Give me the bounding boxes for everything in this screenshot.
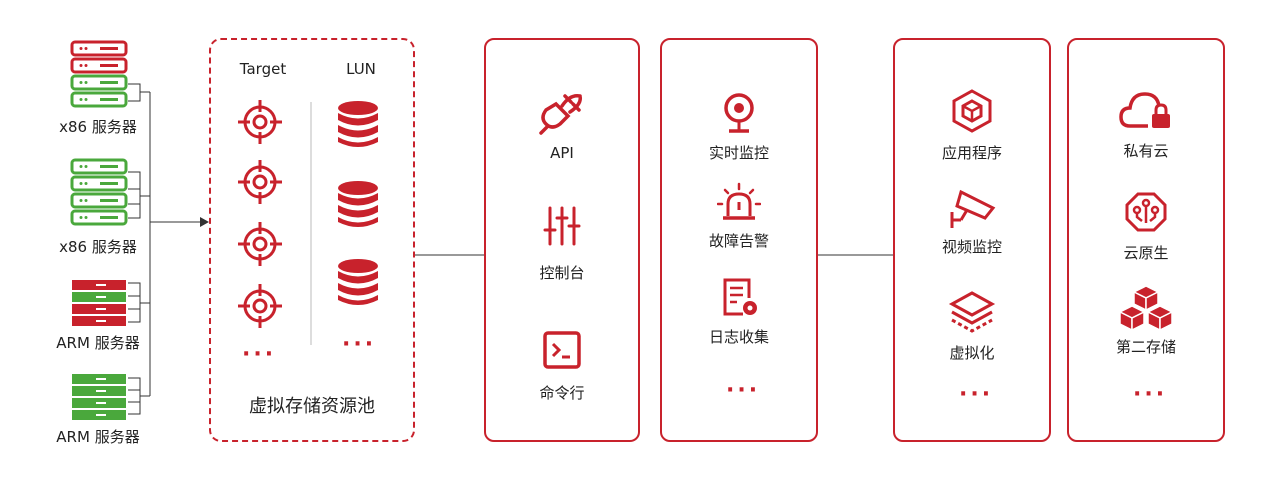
target-icon	[236, 98, 284, 146]
virtual-storage-pool	[209, 38, 415, 442]
database-icon	[338, 181, 378, 227]
secondary-storage-item: 第二存储	[1069, 284, 1223, 357]
console-item: 控制台	[486, 204, 638, 283]
server-label: x86 服务器	[59, 238, 137, 256]
scenarios-more: ···	[1133, 382, 1168, 407]
private-cloud-item: 私有云	[1069, 88, 1223, 161]
x86-server-icon	[70, 158, 128, 226]
app-cube-icon	[952, 89, 992, 133]
webcam-icon	[724, 93, 754, 133]
cctv-label: 视频监控	[941, 238, 1002, 256]
cloud-native-icon	[1125, 192, 1167, 232]
alarm-light-icon	[717, 182, 761, 220]
panel-interfaces: API 控制台 命令行	[484, 38, 640, 442]
log-label: 日志收集	[708, 328, 769, 346]
lun-more: ···	[342, 332, 377, 357]
workloads-more: ···	[959, 382, 994, 407]
cctv-item: 视频监控	[895, 186, 1049, 257]
layers-icon	[948, 291, 996, 333]
x86-server-icon	[70, 40, 128, 108]
panel-operations: 实时监控 故障告警 日志收集 ···	[660, 38, 818, 442]
alarm-label: 故障告警	[708, 232, 769, 250]
lun-header: LUN	[346, 60, 376, 78]
lun-column	[338, 101, 378, 305]
cloud-lock-icon	[1119, 92, 1170, 128]
monitor-item: 实时监控	[662, 92, 816, 163]
secondary-storage-label: 第二存储	[1115, 338, 1176, 356]
pool-title: 虚拟存储资源池	[249, 396, 375, 417]
ops-more: ···	[726, 378, 761, 403]
cli-label: 命令行	[539, 384, 585, 402]
cloud-native-item: 云原生	[1069, 190, 1223, 263]
database-icon	[338, 259, 378, 305]
arm-server-icon	[72, 280, 126, 326]
cloud-native-label: 云原生	[1123, 244, 1169, 262]
database-icon	[338, 101, 378, 147]
monitor-label: 实时监控	[708, 144, 769, 162]
target-icon	[236, 220, 284, 268]
console-label: 控制台	[539, 264, 585, 282]
application-label: 应用程序	[941, 144, 1002, 162]
panel-workloads: 应用程序 视频监控 虚拟化 ···	[893, 38, 1051, 442]
terminal-icon	[543, 331, 581, 369]
server-label: x86 服务器	[59, 118, 137, 136]
cli-item: 命令行	[486, 330, 638, 403]
server-label: ARM 服务器	[56, 334, 140, 352]
application-item: 应用程序	[895, 88, 1049, 163]
target-header: Target	[239, 60, 287, 78]
cctv-camera-icon	[950, 189, 996, 228]
target-column	[236, 98, 284, 330]
arm-server-icon	[72, 374, 126, 420]
target-icon	[236, 282, 284, 330]
private-cloud-label: 私有云	[1123, 142, 1169, 160]
server-label: ARM 服务器	[56, 428, 140, 446]
log-item: 日志收集	[662, 276, 816, 347]
api-label: API	[550, 144, 574, 162]
log-document-icon	[723, 278, 757, 316]
alarm-item: 故障告警	[662, 182, 816, 251]
api-item: API	[486, 90, 638, 162]
plug-icon	[539, 93, 583, 135]
sliders-icon	[543, 206, 581, 246]
virtualization-item: 虚拟化	[895, 290, 1049, 363]
virtualization-label: 虚拟化	[949, 344, 995, 362]
target-icon	[236, 158, 284, 206]
boxes-icon	[1118, 285, 1174, 332]
target-more: ···	[242, 342, 277, 367]
panel-scenarios: 私有云 云原生 第二存储 ···	[1067, 38, 1225, 442]
